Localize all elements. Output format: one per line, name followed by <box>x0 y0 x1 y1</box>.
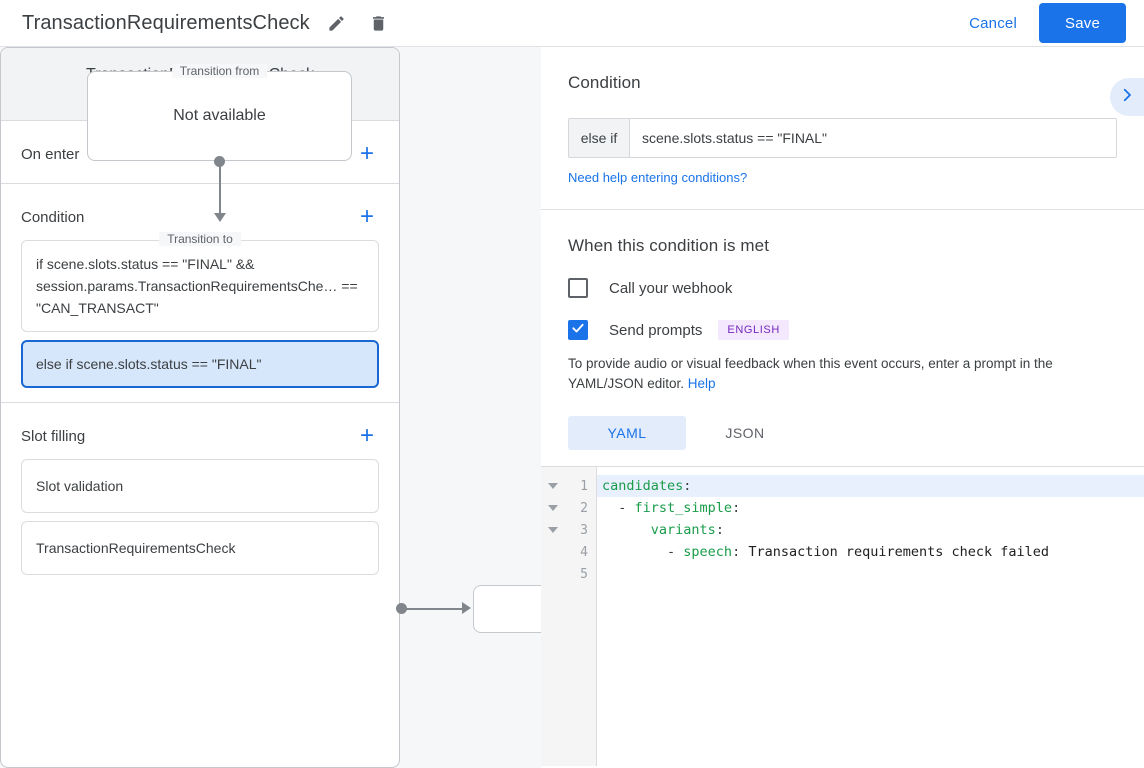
editor-code-line[interactable]: - first_simple: <box>597 497 1144 519</box>
code-token: first_simple <box>634 500 733 516</box>
editor-gutter-row: 2 <box>541 497 596 519</box>
code-token: speech <box>683 544 733 560</box>
fold-triangle-icon[interactable] <box>548 505 558 511</box>
language-badge: ENGLISH <box>718 320 789 340</box>
target-node-card[interactable] <box>473 585 541 633</box>
condition-help-link[interactable]: Need help entering conditions? <box>568 170 748 185</box>
transition-from-value: Not available <box>173 107 266 124</box>
section-on-enter: On enter + <box>1 121 399 184</box>
editor-code-line[interactable]: candidates: <box>597 475 1144 497</box>
tab-json[interactable]: JSON <box>725 425 765 441</box>
cancel-button[interactable]: Cancel <box>955 7 1031 40</box>
condition-item[interactable]: if scene.slots.status == "FINAL" && sess… <box>21 240 379 332</box>
pencil-icon <box>327 14 346 33</box>
code-editor[interactable]: 1 2 3 4 5 candidates: - first_simple: varian… <box>541 466 1144 766</box>
editor-line-number: 1 <box>580 478 588 494</box>
branch-connector-arrow <box>462 602 471 614</box>
code-token: Transaction requirements check failed <box>748 544 1050 560</box>
flow-canvas[interactable]: Transition from Not available Transition… <box>0 47 541 768</box>
section-slot-filling: Slot filling + Slot validation Transacti… <box>1 403 399 589</box>
code-token <box>602 522 651 538</box>
editor-gutter-row: 4 <box>541 541 596 563</box>
editor-code-line[interactable] <box>597 563 1144 585</box>
code-token: : <box>732 500 741 516</box>
connector-line-vertical <box>219 161 221 216</box>
fold-triangle-icon[interactable] <box>548 483 558 489</box>
call-webhook-label: Call your webhook <box>609 279 733 297</box>
page-title: TransactionRequirementsCheck <box>22 11 310 34</box>
editor-gutter-row: 3 <box>541 519 596 541</box>
editor-code-line[interactable]: - speech: Transaction requirements check… <box>597 541 1144 563</box>
section-slot-filling-title: Slot filling <box>21 427 86 445</box>
collapse-panel-button[interactable] <box>1110 78 1144 116</box>
check-icon <box>571 321 585 340</box>
trash-icon <box>369 14 388 33</box>
code-token: : <box>683 478 692 494</box>
editor-gutter-row: 5 <box>541 563 596 585</box>
webhook-row[interactable]: Call your webhook <box>568 278 1117 298</box>
add-condition-icon[interactable]: + <box>359 203 374 230</box>
condition-prefix-label: else if <box>569 119 630 157</box>
code-token: : <box>732 544 749 560</box>
transition-from-card[interactable]: Transition from Not available <box>87 64 352 161</box>
fold-triangle-icon[interactable] <box>548 527 558 533</box>
editor-code-area[interactable]: candidates: - first_simple: variants: - … <box>597 467 1144 766</box>
section-on-enter-title: On enter <box>21 145 80 163</box>
delete-button[interactable] <box>364 8 394 38</box>
connector-arrow-down <box>214 213 226 222</box>
section-slot-filling-header: Slot filling + <box>1 403 399 451</box>
section-condition-header: Condition + <box>1 184 399 232</box>
condition-input[interactable] <box>630 119 1116 157</box>
slot-filling-item[interactable]: TransactionRequirementsCheck <box>21 521 379 575</box>
send-prompts-checkbox[interactable] <box>568 320 588 340</box>
section-condition-title: Condition <box>21 208 85 226</box>
panel-when-met-section: When this condition is met Call your web… <box>541 210 1144 456</box>
transition-from-legend: Transition from <box>171 64 268 78</box>
editor-format-tabs: YAML JSON <box>568 416 1117 450</box>
editor-line-number: 2 <box>580 500 588 516</box>
add-on-enter-icon[interactable]: + <box>359 140 374 167</box>
add-slot-filling-icon[interactable]: + <box>359 422 374 449</box>
chevron-right-icon <box>1118 86 1136 109</box>
code-token: - <box>602 500 635 516</box>
code-token: - <box>602 544 684 560</box>
editor-gutter[interactable]: 1 2 3 4 5 <box>541 467 597 766</box>
panel-divider <box>541 209 1144 210</box>
editor-line-number: 4 <box>580 544 588 560</box>
when-met-heading: When this condition is met <box>568 236 770 255</box>
section-on-enter-header: On enter + <box>1 121 399 169</box>
transition-to-legend: Transition to <box>159 232 241 246</box>
panel-condition-heading: Condition <box>568 73 641 92</box>
prompts-hint-text: To provide audio or visual feedback when… <box>568 356 1053 391</box>
send-prompts-row[interactable]: Send prompts ENGLISH <box>568 320 1117 340</box>
section-condition: Condition + if scene.slots.status == "FI… <box>1 184 399 403</box>
save-button[interactable]: Save <box>1039 3 1126 43</box>
condition-input-row[interactable]: else if <box>568 118 1117 158</box>
panel-condition-section: Condition else if Need help entering con… <box>541 47 1144 209</box>
editor-line-number: 5 <box>580 566 588 582</box>
details-panel: Condition else if Need help entering con… <box>541 47 1144 768</box>
condition-item-selected[interactable]: else if scene.slots.status == "FINAL" <box>21 340 379 388</box>
prompts-help-link[interactable]: Help <box>687 376 716 391</box>
prompts-hint: To provide audio or visual feedback when… <box>568 354 1117 394</box>
branch-connector-line <box>404 608 464 610</box>
branch-connector-dot <box>396 603 407 614</box>
app-header: TransactionRequirementsCheck Cancel Save <box>0 0 1144 47</box>
send-prompts-label: Send prompts <box>609 321 703 339</box>
editor-line-number: 3 <box>580 522 588 538</box>
code-token: : <box>715 522 724 538</box>
edit-button[interactable] <box>322 8 352 38</box>
code-token: variants <box>650 522 716 538</box>
slot-filling-item[interactable]: Slot validation <box>21 459 379 513</box>
editor-code-line[interactable]: variants: <box>597 519 1144 541</box>
call-webhook-checkbox[interactable] <box>568 278 588 298</box>
code-token: candidates <box>602 478 684 494</box>
editor-gutter-row: 1 <box>541 475 596 497</box>
tab-yaml[interactable]: YAML <box>568 416 686 450</box>
